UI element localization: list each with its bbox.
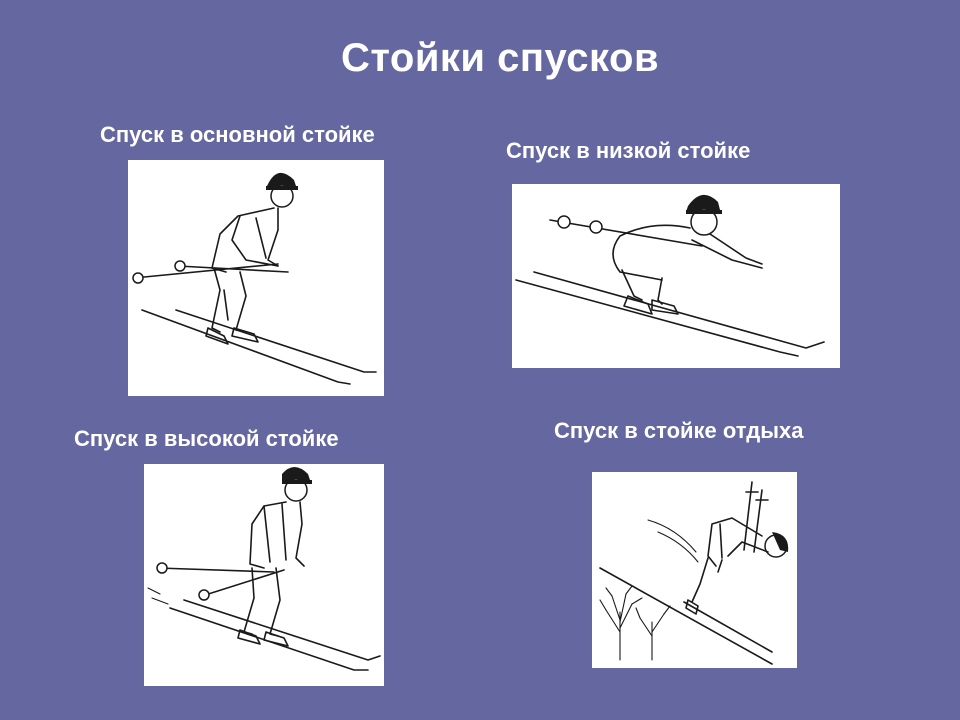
skier-low-stance-illustration [515,194,825,357]
caption-low-stance: Спуск в низкой стойке [506,138,751,163]
panel-basic-stance [128,160,384,396]
skier-basic-stance-illustration [132,172,377,385]
skier-high-stance-illustration [147,467,381,671]
caption-high-stance: Спуск в высокой стойке [74,426,339,451]
slide-title: Стойки спусков [340,36,660,80]
panel-high-stance [144,464,384,686]
panel-rest-stance [592,472,797,668]
skier-rest-stance-illustration [599,481,789,665]
caption-rest-stance: Спуск в стойке отдыха [554,418,804,443]
caption-basic-stance: Спуск в основной стойке [100,122,375,147]
panel-low-stance [512,184,840,368]
